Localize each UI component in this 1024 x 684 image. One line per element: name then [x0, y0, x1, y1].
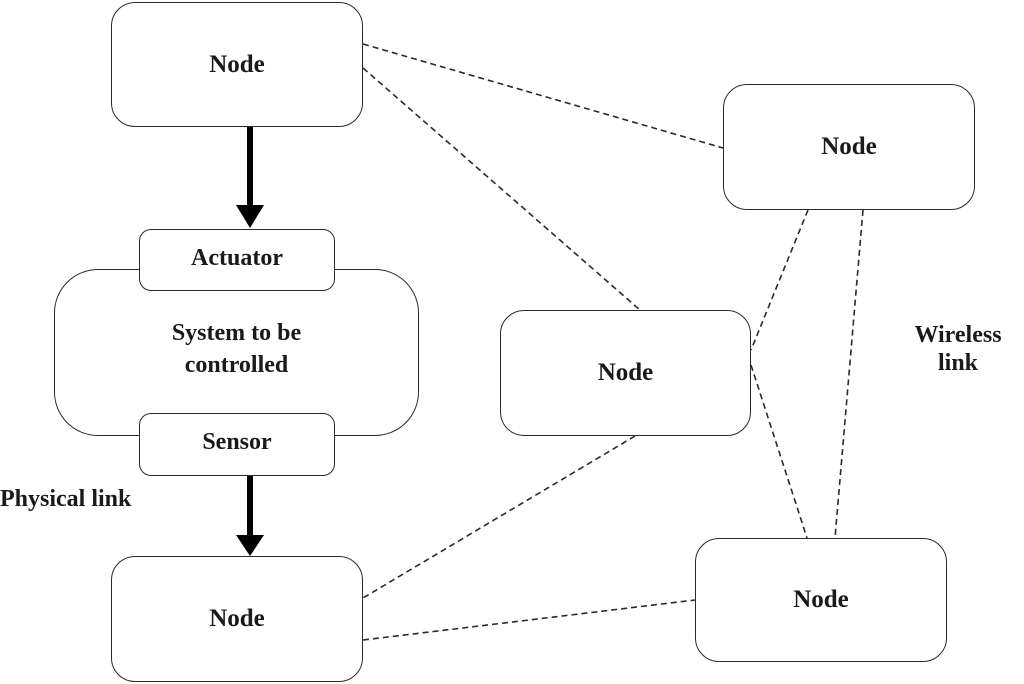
wireless-link-topright-middle: [750, 209, 809, 351]
system-label-line2: controlled: [184, 351, 289, 378]
wireless-link-middle-bottomright: [750, 364, 808, 539]
wireless-link-topleft-topright: [362, 43, 724, 149]
node-label: Node: [209, 50, 265, 78]
node-top-left: Node: [111, 2, 363, 127]
node-bottom-left: Node: [111, 556, 363, 682]
node-label: Node: [209, 605, 265, 632]
node-top-right: Node: [723, 84, 975, 210]
wireless-link-label: Wireless link: [892, 322, 1024, 377]
node-label: Node: [821, 133, 877, 160]
wireless-link-topleft-middle: [362, 67, 641, 311]
node-bottom-right: Node: [695, 538, 947, 662]
physical-link-actuator-arrow: [236, 127, 264, 228]
system-label-line1: System to be: [171, 320, 302, 347]
physical-link-label: Physical link: [0, 486, 132, 512]
wireless-link-topright-bottomright: [834, 209, 864, 539]
wireless-label-line1: Wireless: [914, 322, 1002, 348]
node-middle: Node: [500, 310, 751, 436]
wireless-link-middle-bottomleft: [362, 435, 636, 599]
node-label: Node: [793, 586, 849, 613]
node-label: Node: [597, 359, 654, 386]
sensor-label: Sensor: [202, 429, 272, 455]
sensor-box: Sensor: [139, 413, 335, 476]
wireless-label-line2: link: [937, 349, 979, 376]
system-to-be-controlled: System to be controlled: [54, 269, 419, 436]
physical-link-sensor-arrow: [236, 476, 264, 556]
wireless-link-bottomleft-bottomright: [362, 599, 696, 641]
actuator-box: Actuator: [139, 229, 335, 291]
actuator-label: Actuator: [191, 244, 283, 271]
